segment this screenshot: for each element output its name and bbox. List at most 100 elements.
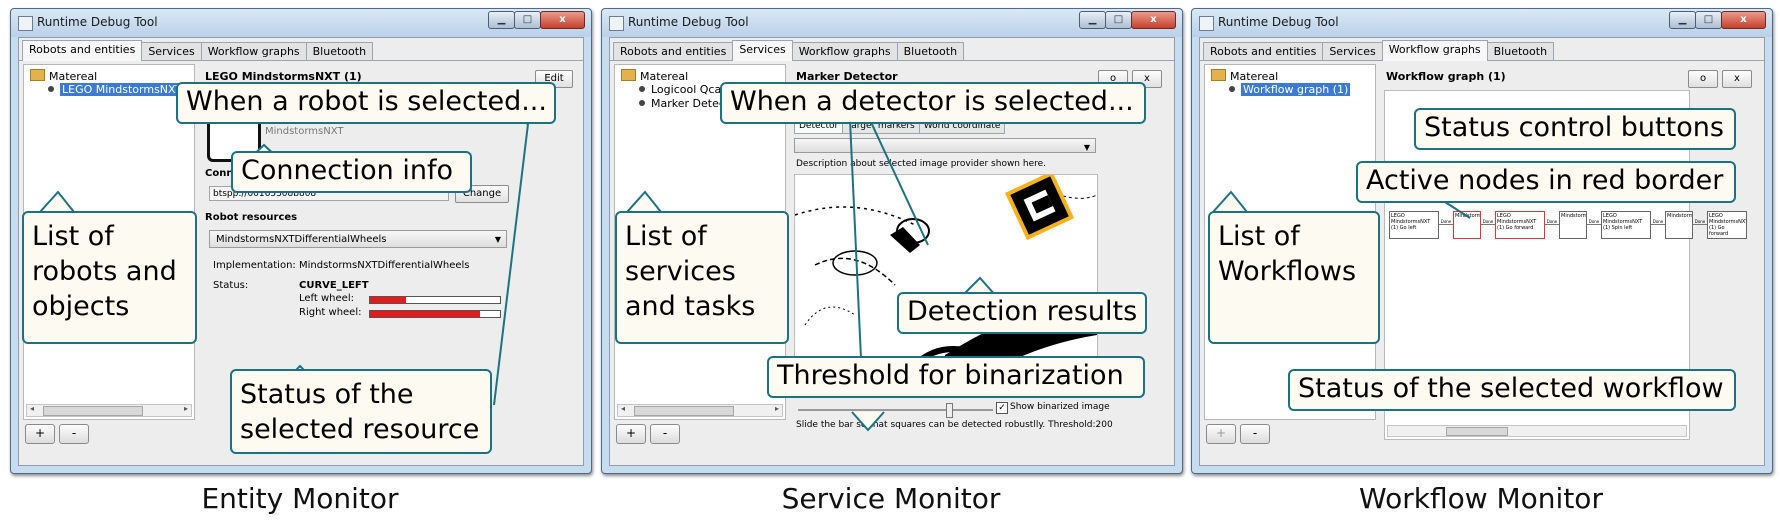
implementation-value: MindstormsNXTDifferentialWheels [299,260,470,271]
caption-entity-monitor: Entity Monitor [201,482,399,515]
tree-item-robot[interactable]: LEGO MindstormsNXT [48,83,185,96]
title-bar[interactable]: Runtime Debug Tool ▁ □ x [11,9,591,37]
tab-workflow-graphs[interactable]: Workflow graphs [200,42,307,60]
maximize-button[interactable]: □ [514,11,541,29]
tab-services[interactable]: Services [1322,42,1383,60]
tab-bar: Robots and entities Services Workflow gr… [1203,40,1555,61]
status-value: CURVE_LEFT [299,280,369,291]
workflow-node[interactable]: MindstormsNXT [1665,211,1693,239]
close-button[interactable]: x [1721,11,1766,29]
workflow-edge-label: Done [1545,219,1559,225]
callout-detector-selected: When a detector is selected... [720,82,1146,124]
slider-thumb[interactable] [946,403,954,418]
binarized-camera-view [794,174,1098,376]
resource-select[interactable]: MindstormsNXTDifferentialWheels ▼ [209,230,507,248]
minimize-button[interactable]: ▁ [1079,11,1106,29]
horizontal-scrollbar[interactable]: ◂ ▸ [617,404,783,417]
callout-workflow-list: List of Workflows [1208,211,1380,344]
panel-title: Workflow graph (1) [1386,70,1506,83]
tab-services[interactable]: Services [141,42,202,60]
tab-robots-and-entities[interactable]: Robots and entities [1203,42,1324,60]
panel-title: Marker Detector [796,70,898,83]
callout-active-nodes: Active nodes in red border [1356,161,1736,203]
tree-item-label: LEGO MindstormsNXT [60,83,185,96]
scroll-thumb[interactable] [43,406,143,416]
node-bullet-icon [48,86,54,92]
tree-item-workflow[interactable]: Workflow graph (1) [1229,83,1351,96]
callout-workflow-status: Status of the selected workflow [1288,369,1736,411]
provider-select[interactable]: ▼ [794,138,1096,153]
implementation-label: Implementation: [213,260,296,271]
caption-workflow-monitor: Workflow Monitor [1359,482,1603,515]
left-wheel-bar [369,296,501,304]
remove-button[interactable]: - [1240,424,1270,444]
tab-services[interactable]: Services [732,40,793,61]
tree-item-camera[interactable]: Logicool Qcam [639,83,732,96]
app-icon [1199,16,1214,31]
node-bullet-icon [1229,86,1235,92]
chevron-down-icon: ▼ [494,235,501,244]
remove-button[interactable]: - [59,424,89,444]
workflow-node[interactable]: LEGO MindstormsNXT (1) Go forward [1495,211,1545,239]
tab-divider [19,60,583,61]
horizontal-scrollbar[interactable]: ◂ ▸ [26,404,192,417]
show-binarized-checkbox[interactable]: ✓ [996,402,1008,414]
workflow-edge-label: Done [1651,219,1665,225]
tree-item-detector[interactable]: Marker Detector [639,97,740,110]
workflow-edge-label: Done [1481,219,1495,225]
workflow-node[interactable]: MindstormsNXT [1453,211,1481,239]
tab-bar: Robots and entities Services Workflow gr… [613,40,965,61]
minimize-button[interactable]: ▁ [1669,11,1696,29]
scroll-right-icon[interactable]: ▸ [183,404,188,413]
workflow-node[interactable]: LEGO MindstormsNXT (1) Go forward [1707,211,1747,239]
callout-resource-status: Status of the selected resource [230,369,492,454]
scroll-right-icon[interactable]: ▸ [774,404,779,413]
right-wheel-bar [369,310,501,318]
tree-root[interactable]: Matereal [621,69,688,83]
start-button[interactable]: o [1688,70,1718,88]
left-wheel-label: Left wheel: [299,293,354,304]
workflow-node[interactable]: LEGO MindstormsNXT (1) Spin left [1601,211,1651,239]
threshold-slider[interactable] [798,403,993,418]
close-button[interactable]: x [1131,11,1176,29]
scroll-left-icon[interactable]: ◂ [621,404,626,413]
node-bullet-icon [639,86,645,92]
workflow-node[interactable]: LEGO MindstormsNXT (1) Go left [1389,211,1439,239]
remove-button[interactable]: - [650,424,680,444]
window-title: Runtime Debug Tool [628,15,749,29]
tab-bar: Robots and entities Services Workflow gr… [22,40,374,61]
add-button[interactable]: + [25,424,55,444]
workflow-node[interactable]: MindstormsNXT [1559,211,1587,239]
workflow-edge-label: Done [1439,219,1453,225]
title-bar[interactable]: Runtime Debug Tool ▁ □ x [1192,9,1772,37]
scroll-left-icon[interactable]: ◂ [30,404,35,413]
scroll-thumb[interactable] [634,406,734,416]
tab-bluetooth[interactable]: Bluetooth [896,42,965,60]
minimize-button[interactable]: ▁ [488,11,515,29]
tree-root[interactable]: Matereal [1211,69,1278,83]
maximize-button[interactable]: □ [1695,11,1722,29]
maximize-button[interactable]: □ [1105,11,1132,29]
callout-connection-info: Connection info [231,151,472,193]
callout-robot-selected: When a robot is selected... [176,82,556,124]
close-button[interactable]: x [540,11,585,29]
add-button[interactable]: + [1206,424,1236,444]
add-button[interactable]: + [616,424,646,444]
left-wheel-fill [370,297,406,303]
stop-button[interactable]: x [1722,70,1752,88]
title-bar[interactable]: Runtime Debug Tool ▁ □ x [602,9,1182,37]
status-label: Status: [213,280,249,291]
chevron-down-icon: ▼ [1083,143,1090,152]
tab-robots-and-entities[interactable]: Robots and entities [613,42,734,60]
tab-robots-and-entities[interactable]: Robots and entities [22,40,143,61]
graph-hscrollbar[interactable] [1387,425,1687,437]
tab-bluetooth[interactable]: Bluetooth [1486,42,1555,60]
callout-robot-list: List of robots and objects [22,211,197,344]
scroll-thumb[interactable] [1446,427,1508,436]
tab-workflow-graphs[interactable]: Workflow graphs [1381,40,1488,61]
tree-root[interactable]: Matereal [30,69,97,83]
tab-workflow-graphs[interactable]: Workflow graphs [791,42,898,60]
folder-icon [1211,69,1226,81]
show-binarized-label: Show binarized image [1010,402,1110,412]
tab-bluetooth[interactable]: Bluetooth [305,42,374,60]
